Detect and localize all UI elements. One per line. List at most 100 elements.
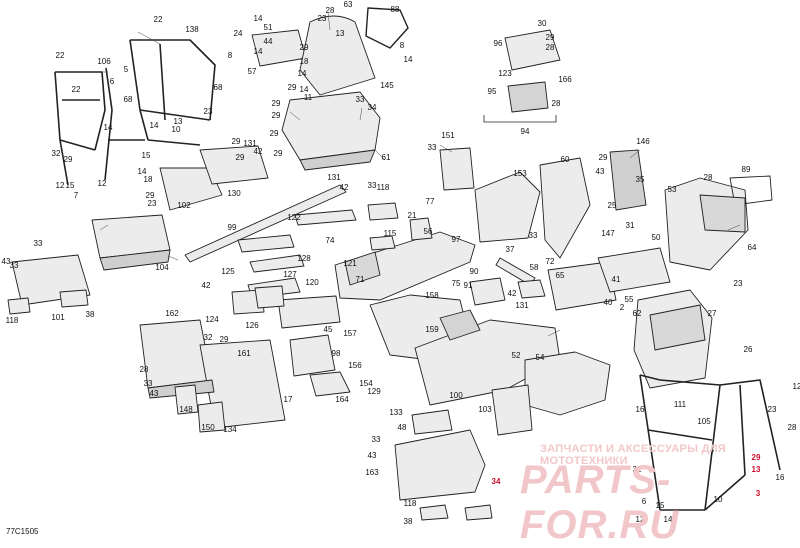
callout-label: 14 <box>663 515 673 524</box>
callout-label: 158 <box>425 291 439 300</box>
callout-label: 43 <box>595 167 605 176</box>
callout-label: 29 <box>751 453 761 462</box>
callout-label: 159 <box>425 325 439 334</box>
callout-label: 28 <box>551 99 561 108</box>
callout-label: 23 <box>767 405 777 414</box>
callout-label: 95 <box>487 87 497 96</box>
callout-label: 32 <box>51 149 61 158</box>
callout-label: 15 <box>141 151 151 160</box>
callout-label: 62 <box>632 309 642 318</box>
callout-label: 12 <box>55 181 65 190</box>
callout-label: 8 <box>399 41 405 50</box>
callout-label: 23 <box>317 14 327 23</box>
callout-label: 50 <box>651 233 661 242</box>
callout-label: 133 <box>389 408 403 417</box>
callout-label: 28 <box>325 6 335 15</box>
callout-label: 29 <box>235 153 245 162</box>
callout-label: 14 <box>299 85 309 94</box>
callout-label: 10 <box>713 495 723 504</box>
callout-label: 38 <box>403 517 413 526</box>
callout-label: 60 <box>560 155 570 164</box>
callout-label: 29 <box>273 149 283 158</box>
callout-label: 64 <box>747 243 757 252</box>
callout-label: 166 <box>558 75 572 84</box>
callout-label: 122 <box>287 213 301 222</box>
callout-label: 28 <box>703 173 713 182</box>
callout-label: 41 <box>611 275 621 284</box>
callout-label: 96 <box>493 39 503 48</box>
callout-label: 28 <box>139 365 149 374</box>
callout-label: 37 <box>505 245 515 254</box>
callout-label: 13 <box>751 465 761 474</box>
seat-base-part <box>277 295 341 329</box>
callout-label: 42 <box>507 289 517 298</box>
callout-label: 40 <box>603 298 613 307</box>
callout-label: 147 <box>601 229 615 238</box>
callout-label: 164 <box>335 395 349 404</box>
watermark-logo: PARTS-FOR.RU <box>520 458 680 547</box>
callout-label: 32 <box>203 333 213 342</box>
callout-label: 32 <box>632 465 642 474</box>
console-tray-part <box>547 261 617 311</box>
figure-caption: 77C1505 <box>6 527 39 536</box>
callout-label: 100 <box>449 391 463 400</box>
callout-label: 130 <box>227 189 241 198</box>
callout-label: 51 <box>263 23 273 32</box>
skid-plate-part <box>394 429 486 501</box>
callout-label: 56 <box>423 227 433 236</box>
callout-label: 72 <box>545 257 555 266</box>
callout-label: 25 <box>607 201 617 210</box>
cooling-box-part <box>597 247 671 293</box>
frame-rail-part <box>184 184 347 263</box>
callout-label: 27 <box>707 309 717 318</box>
callout-label: 14 <box>103 123 113 132</box>
callout-label: 13 <box>173 117 183 126</box>
callout-label: 111 <box>673 400 687 409</box>
callout-label: 5 <box>123 65 129 74</box>
callout-label: 30 <box>537 19 547 28</box>
callout-label: 154 <box>359 379 373 388</box>
callout-label: 120 <box>305 278 319 287</box>
callout-label: 129 <box>367 387 381 396</box>
callout-label: 14 <box>297 69 307 78</box>
callout-label: 15 <box>655 501 665 510</box>
callout-label: 63 <box>343 0 353 9</box>
glovebox-lid-part <box>609 149 647 211</box>
callout-label: 77 <box>425 197 435 206</box>
callout-label: 54 <box>535 353 545 362</box>
dash-panel-part <box>439 147 475 191</box>
callout-label: 68 <box>213 83 223 92</box>
callout-label: 11 <box>303 93 313 102</box>
callout-label: 33 <box>427 143 437 152</box>
glovebox-part <box>474 171 541 243</box>
callout-label: 23 <box>733 279 743 288</box>
callout-label: 34 <box>367 103 377 112</box>
callout-label: 88 <box>390 5 400 14</box>
callout-label: 18 <box>299 57 309 66</box>
callout-label: 118 <box>5 316 19 325</box>
callout-label: 74 <box>325 236 335 245</box>
floor-panel-left-part <box>159 167 223 211</box>
callout-label: 161 <box>237 349 251 358</box>
callout-label: 12 <box>635 515 645 524</box>
callout-label: 16 <box>635 405 645 414</box>
callout-label: 29 <box>598 153 608 162</box>
callout-label: 126 <box>245 321 259 330</box>
callout-label: 43 <box>1 257 11 266</box>
callout-label: 14 <box>137 167 147 176</box>
callout-label: 105 <box>697 417 711 426</box>
callout-label: 106 <box>97 57 111 66</box>
callout-label: 33 <box>9 261 19 270</box>
callout-label: 29 <box>269 129 279 138</box>
callout-label: 97 <box>451 235 461 244</box>
callout-label: 23 <box>147 199 157 208</box>
left-roll-cage <box>54 39 216 186</box>
callout-label: 35 <box>635 175 645 184</box>
callout-label: 121 <box>343 259 357 268</box>
callout-label: 33 <box>143 379 153 388</box>
callout-label: 145 <box>380 81 394 90</box>
hood-panel-part <box>281 91 381 161</box>
callout-label: 90 <box>469 267 479 276</box>
callout-label: 34 <box>491 477 501 486</box>
